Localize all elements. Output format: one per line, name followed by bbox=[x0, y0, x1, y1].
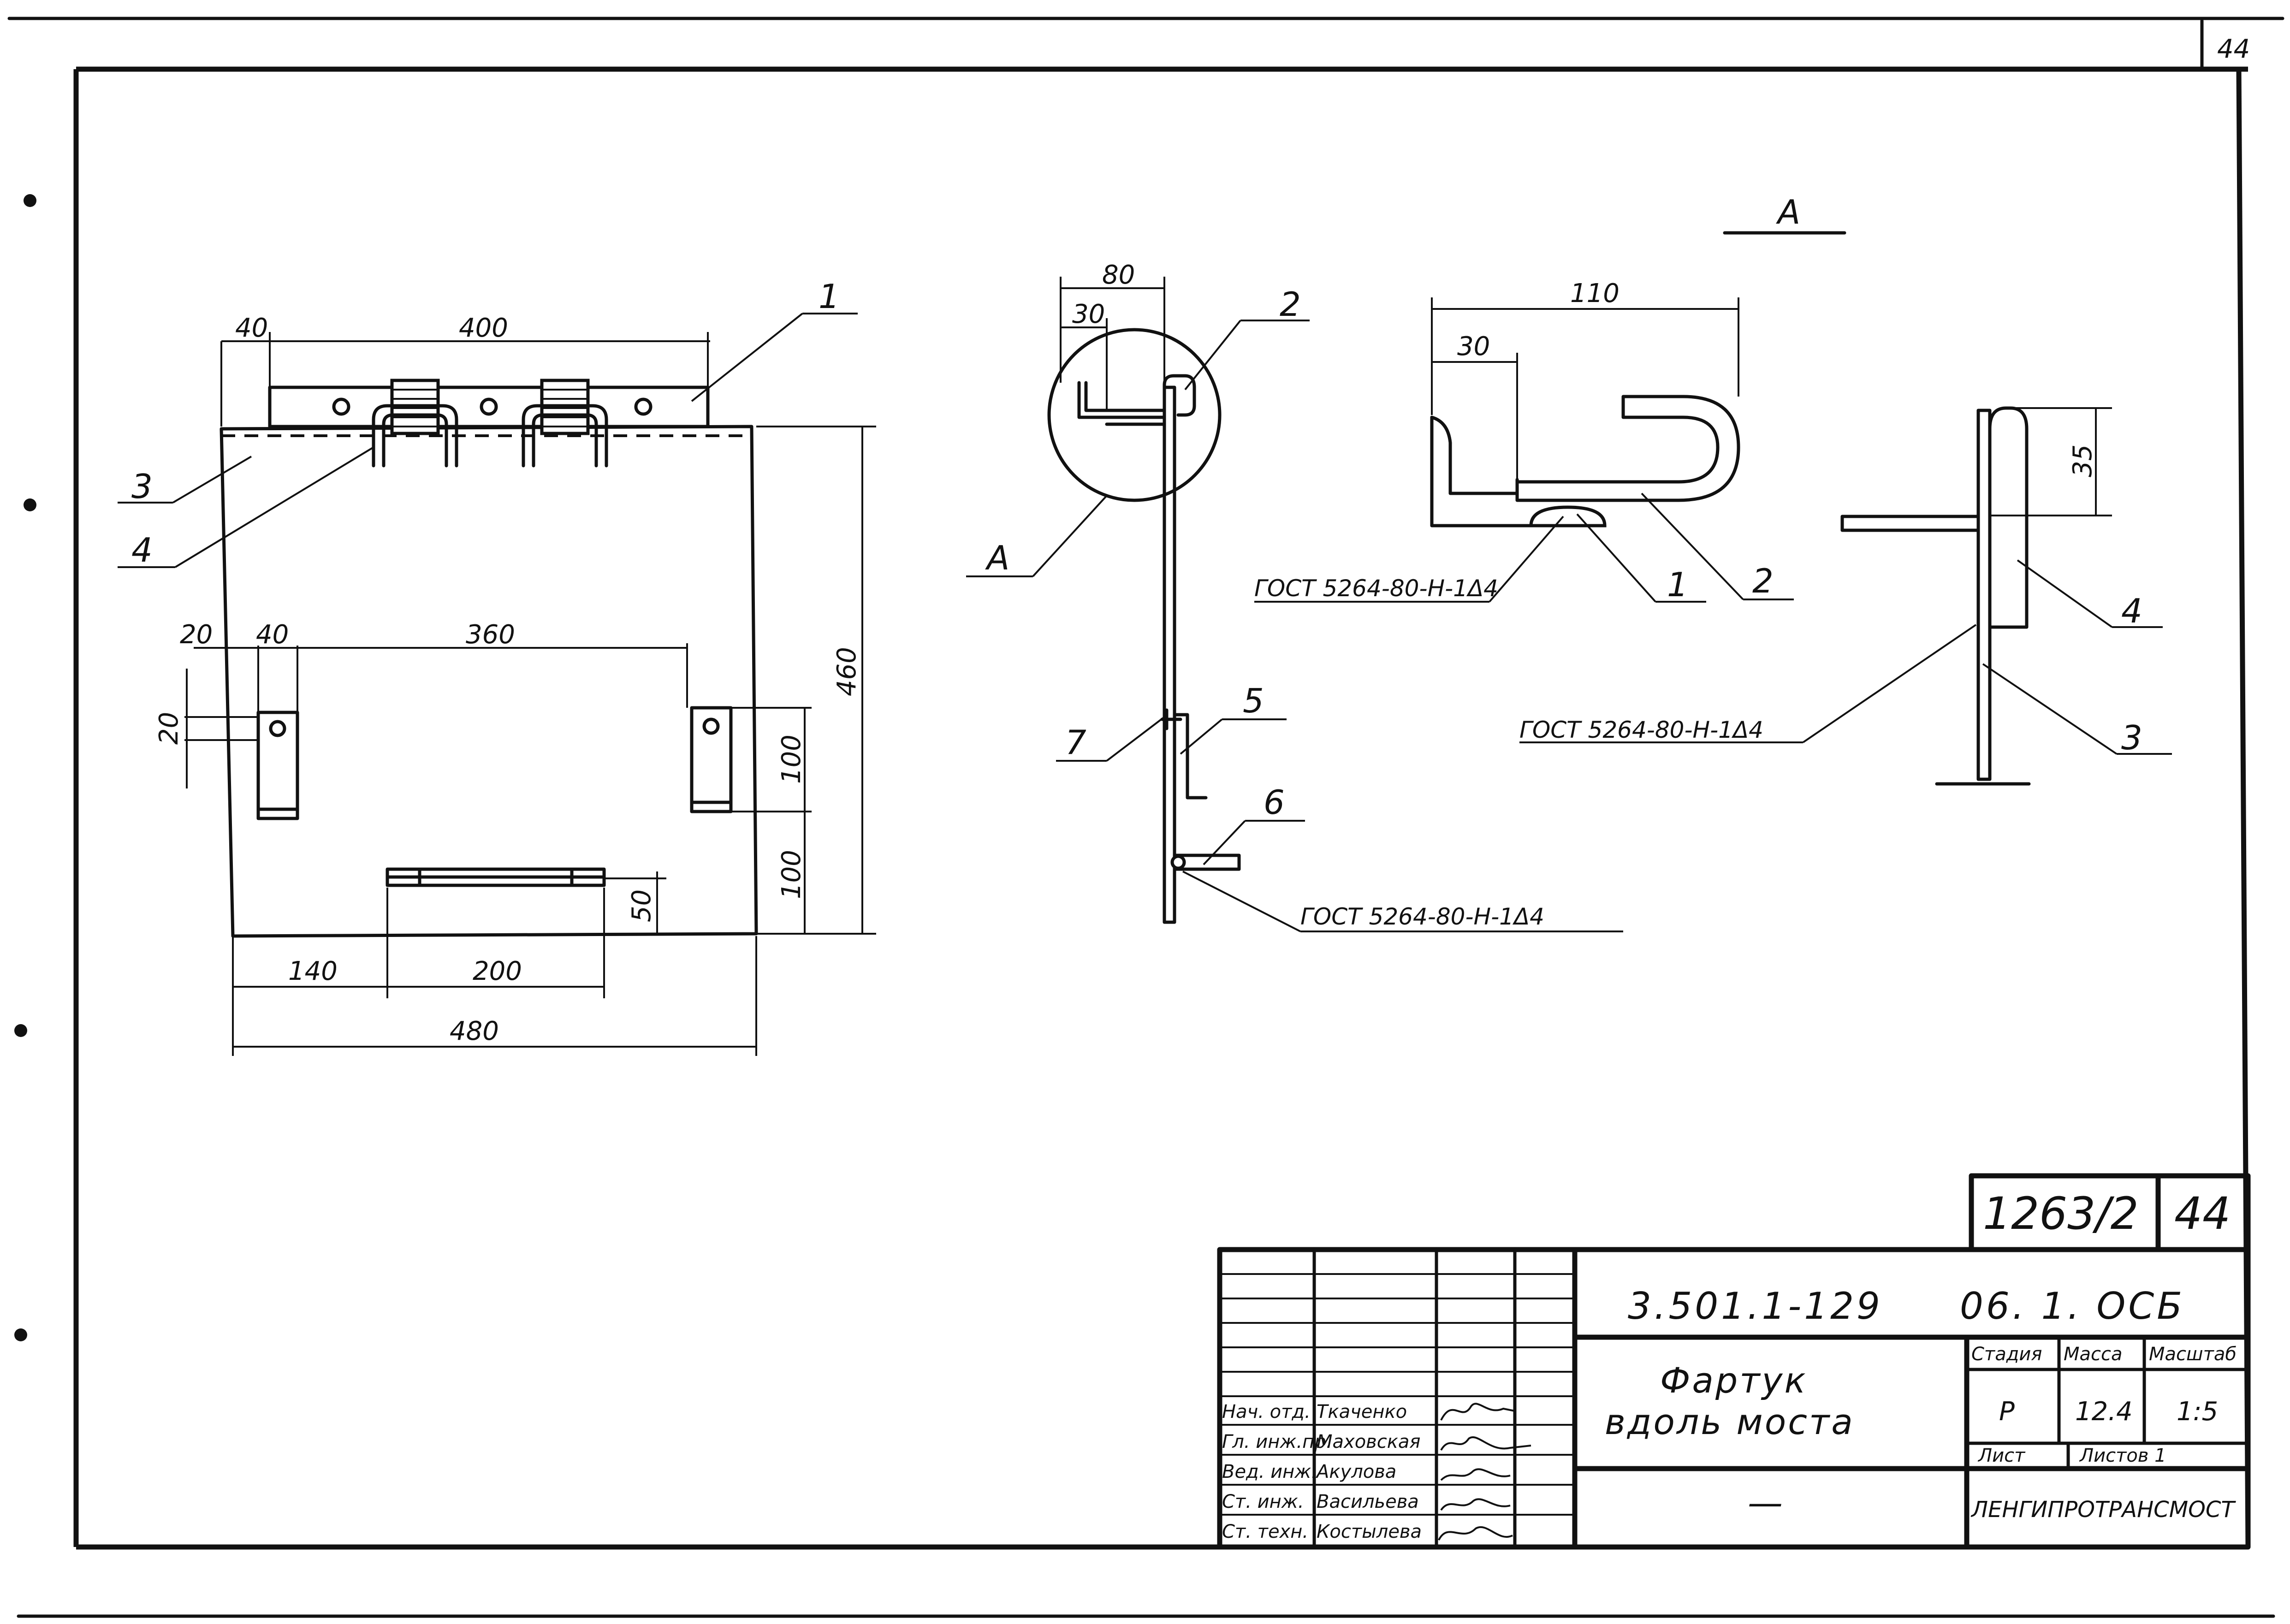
corner-sheet-number: 44 bbox=[2217, 34, 2250, 64]
scale-value: 1:5 bbox=[2177, 1397, 2218, 1427]
hook-clip bbox=[372, 379, 458, 468]
dim-100-upper: 100 bbox=[777, 735, 807, 784]
binder-hole bbox=[14, 1328, 27, 1341]
detail-a-dim-110: 110 bbox=[1570, 279, 1620, 308]
section-weld-note: ГОСТ 5264-80-Н-1Δ4 bbox=[1300, 903, 1544, 930]
section-dim-80: 80 bbox=[1102, 260, 1135, 290]
detail-right-dim-35: 35 bbox=[2068, 445, 2098, 477]
detail-right-weld-note: ГОСТ 5264-80-Н-1Δ4 bbox=[1519, 717, 1763, 743]
detail-a-dimension-lines bbox=[1431, 297, 1739, 482]
bolt-hole bbox=[634, 397, 653, 416]
section-callout-a: A bbox=[985, 539, 1009, 577]
name-lead-engineer: Акулова bbox=[1315, 1461, 1396, 1482]
binder-hole bbox=[14, 1024, 27, 1037]
role-chief-engineer: Гл. инж.пр. bbox=[1222, 1431, 1332, 1452]
detail-right: 35 4 3 ГОСТ 5264-80-Н-1Δ4 bbox=[1519, 406, 2172, 786]
dim-40: 40 bbox=[235, 313, 268, 343]
stage-value: Р bbox=[1999, 1397, 2015, 1427]
hook-clip bbox=[522, 379, 608, 468]
detail-a-weld-note: ГОСТ 5264-80-Н-1Δ4 bbox=[1254, 575, 1498, 602]
detail-circle-a bbox=[1047, 328, 1222, 502]
dim-100-lower: 100 bbox=[777, 850, 807, 899]
scale-header: Масштаб bbox=[2149, 1344, 2237, 1365]
role-senior-technician: Ст. техн. bbox=[1222, 1521, 1308, 1542]
bolt-hole bbox=[332, 397, 350, 416]
lug-left bbox=[256, 711, 299, 820]
drawing-title-line2: вдоль моста bbox=[1605, 1401, 1855, 1442]
stage-header: Стадия bbox=[1971, 1344, 2042, 1365]
dim-140: 140 bbox=[288, 956, 338, 986]
detail-a-callout-1: 1 bbox=[1667, 565, 1688, 604]
callout-3: 3 bbox=[131, 467, 153, 506]
document-suffix: 06. 1. ОСБ bbox=[1960, 1285, 2185, 1328]
sheet-frame: 44 bbox=[7, 17, 2284, 1618]
dim-480: 480 bbox=[450, 1016, 499, 1046]
detail-right-dimension-lines bbox=[1990, 407, 2112, 516]
role-head-of-department: Нач. отд. bbox=[1222, 1401, 1311, 1422]
section-callout-6: 6 bbox=[1264, 783, 1285, 822]
dim-400: 400 bbox=[459, 313, 508, 343]
signatures bbox=[1438, 1403, 1531, 1541]
section-view: 80 30 2 A 5 7 6 ГОСТ 5264-80-Н-1Δ4 bbox=[966, 260, 1623, 932]
section-callout-7: 7 bbox=[1065, 723, 1086, 762]
detail-right-callout-3: 3 bbox=[2121, 718, 2142, 757]
dim-360: 360 bbox=[466, 620, 515, 650]
dim-460: 460 bbox=[832, 647, 862, 696]
tag-number: 1263/2 bbox=[1983, 1188, 2139, 1239]
binder-hole bbox=[24, 498, 36, 511]
mass-header: Масса bbox=[2064, 1344, 2123, 1365]
lug-right bbox=[690, 706, 733, 813]
tag-page: 44 bbox=[2174, 1188, 2231, 1239]
role-senior-engineer: Ст. инж. bbox=[1222, 1491, 1304, 1512]
section-leaders bbox=[966, 320, 1623, 932]
sheet-label: Лист bbox=[1977, 1445, 2026, 1466]
document-code: 3.501.1-129 bbox=[1628, 1285, 1883, 1328]
name-chief-engineer: Маховская bbox=[1317, 1431, 1420, 1452]
detail-a-dim-30: 30 bbox=[1457, 332, 1490, 362]
dimension-lines bbox=[184, 332, 876, 1056]
name-head-of-department: Ткаченко bbox=[1317, 1401, 1407, 1422]
dim-200: 200 bbox=[473, 956, 522, 986]
callout-4: 4 bbox=[131, 531, 153, 569]
organization-name: ЛЕНГИПРОТРАНСМОСТ bbox=[1970, 1497, 2236, 1523]
main-view: 40 400 460 20 40 360 20 100 100 50 140 2… bbox=[118, 277, 876, 1056]
leader-lines bbox=[118, 313, 858, 568]
title-block: 1263/2 44 3.501.1-129 06. 1. ОСБ Фартук … bbox=[1217, 1173, 2251, 1550]
callout-1: 1 bbox=[819, 277, 840, 316]
section-dim-30: 30 bbox=[1072, 299, 1105, 329]
binder-hole bbox=[24, 194, 36, 207]
drawing-title-line1: Фартук bbox=[1660, 1360, 1807, 1401]
detail-right-leaders bbox=[1519, 559, 2172, 755]
dim-20: 20 bbox=[180, 620, 213, 650]
detail-right-callout-4: 4 bbox=[2121, 592, 2142, 630]
section-callout-2: 2 bbox=[1280, 285, 1301, 324]
dim-40-lug: 40 bbox=[256, 620, 289, 650]
dim-20-vertical: 20 bbox=[154, 712, 184, 745]
role-lead-engineer: Вед. инж. bbox=[1222, 1461, 1317, 1482]
bolt-hole bbox=[480, 397, 498, 416]
section-dimension-lines bbox=[1060, 277, 1165, 410]
detail-a: А 110 30 1 2 ГОСТ 5264-80-Н-1Δ4 bbox=[1254, 193, 1846, 604]
section-plate bbox=[1163, 385, 1176, 924]
detail-a-leaders bbox=[1254, 492, 1794, 603]
title-block-dash: — bbox=[1748, 1482, 1785, 1523]
detail-a-callout-2: 2 bbox=[1752, 562, 1774, 600]
dim-50: 50 bbox=[627, 889, 657, 922]
detail-a-title: А bbox=[1776, 193, 1800, 231]
sheets-label: Листов 1 bbox=[2079, 1445, 2166, 1466]
section-callout-5: 5 bbox=[1243, 682, 1264, 720]
name-senior-technician: Костылева bbox=[1317, 1521, 1422, 1542]
mass-value: 12.4 bbox=[2075, 1397, 2133, 1427]
name-senior-engineer: Васильева bbox=[1317, 1491, 1419, 1512]
